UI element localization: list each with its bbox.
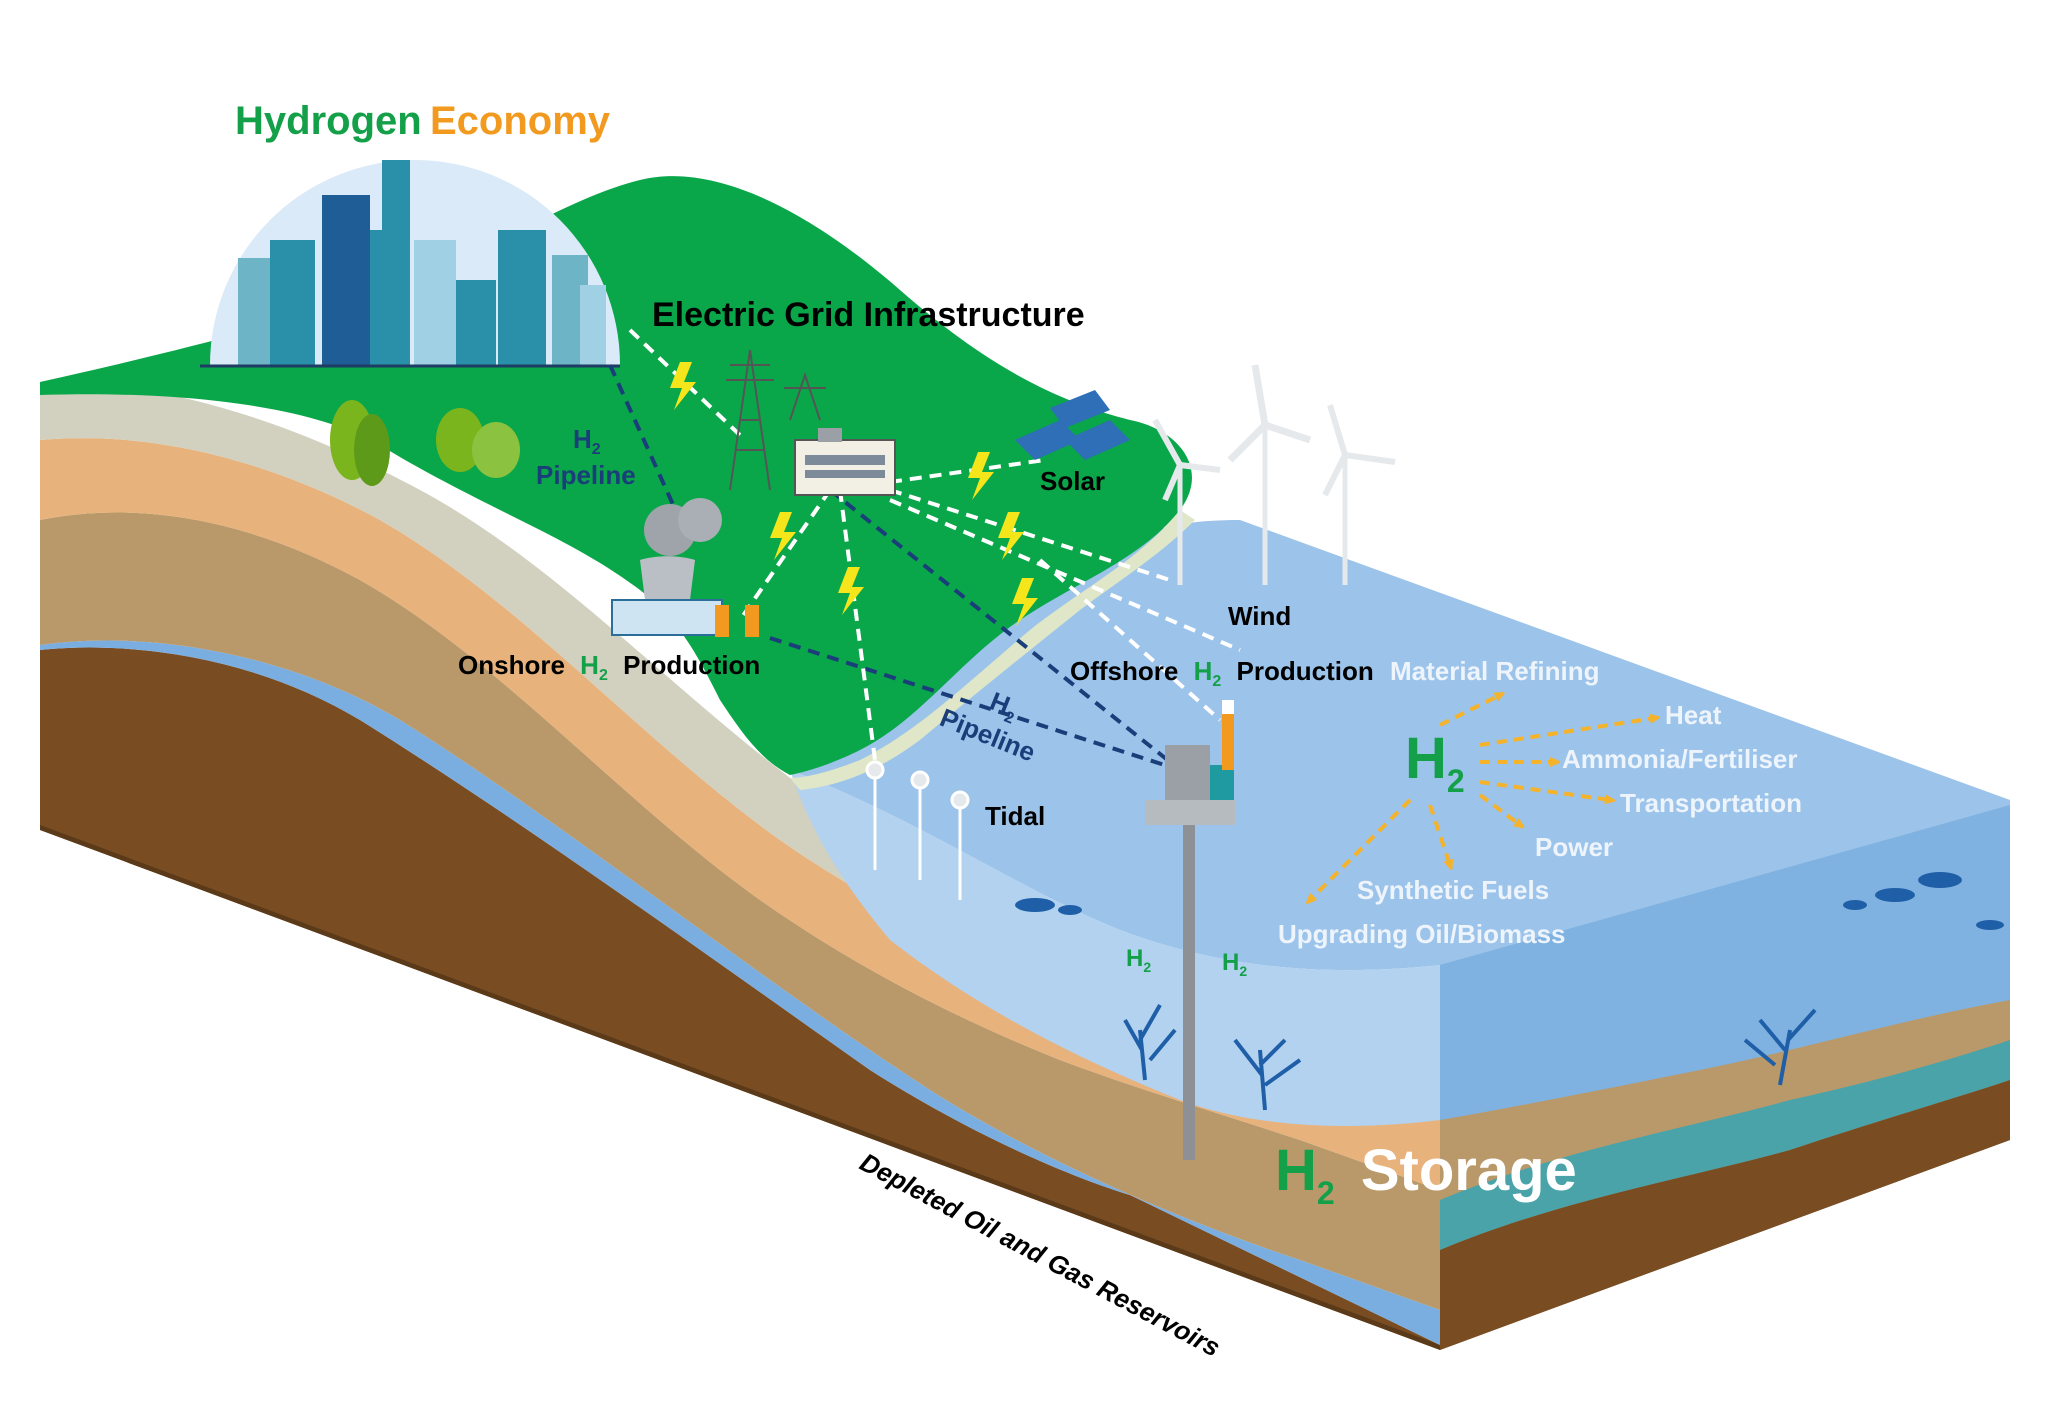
storage-word: Storage: [1361, 1138, 1577, 1203]
pipeline-h: H: [573, 424, 592, 454]
use-material-refining: Material Refining: [1390, 656, 1599, 686]
use-heat: Heat: [1665, 700, 1722, 730]
lightning-bolts: [670, 362, 1038, 626]
onshore-post: Production: [623, 650, 760, 680]
h2-pipelines: [608, 364, 1182, 772]
title-hydrogen: Hydrogen: [235, 99, 422, 143]
h2-bubble1-h: H: [1126, 945, 1143, 972]
h2-bubble2-h: H: [1222, 949, 1239, 976]
onshore-production-plant: [611, 498, 759, 637]
tidal-turbines: [865, 760, 970, 900]
offshore-post: Production: [1237, 656, 1374, 686]
storage-h: H: [1275, 1138, 1317, 1203]
sea-life: [1123, 1004, 1817, 1111]
title-economy: Economy: [430, 99, 611, 143]
grid-lines: [628, 328, 1241, 761]
h2-underwater-1: H2: [1126, 945, 1151, 975]
label-onshore: Onshore H2 Production: [458, 650, 760, 686]
h2-hub-label: H2: [1405, 726, 1465, 799]
use-upgrading: Upgrading Oil/Biomass: [1278, 919, 1566, 949]
fish: [1015, 872, 2004, 930]
onshore-h: H: [580, 650, 599, 680]
label-pipeline-land: Pipeline: [536, 460, 636, 490]
solar-panels: [1015, 390, 1130, 460]
label-pipeline-land-h2: H2: [573, 424, 601, 458]
storage-sub: 2: [1317, 1175, 1335, 1211]
use-ammonia: Ammonia/Fertiliser: [1562, 744, 1798, 774]
onshore-pre: Onshore: [458, 650, 565, 680]
h2-usage-arrows: [1310, 695, 1655, 900]
onshore-sub: 2: [599, 667, 608, 684]
sea-surface: [790, 520, 2010, 1126]
use-synthetic-fuels: Synthetic Fuels: [1357, 875, 1549, 905]
use-power: Power: [1535, 832, 1613, 862]
label-offshore: Offshore H2 Production: [1070, 656, 1374, 692]
h2-underwater-2: H2: [1222, 949, 1247, 979]
label-h2-storage: H2 Storage: [1275, 1138, 1577, 1217]
label-grid: Electric Grid Infrastructure: [652, 296, 1085, 334]
label-wind: Wind: [1228, 601, 1291, 631]
offshore-pre: Offshore: [1070, 656, 1178, 686]
use-transportation: Transportation: [1620, 788, 1802, 818]
offshore-platform: [1145, 700, 1235, 1160]
label-solar: Solar: [1040, 466, 1105, 496]
h2-hub-sub: 2: [1447, 763, 1465, 799]
h2-bubble2-sub: 2: [1239, 963, 1247, 979]
transmission-towers: [726, 349, 826, 491]
offshore-h: H: [1194, 656, 1213, 686]
power-station: [794, 428, 896, 496]
label-tidal: Tidal: [985, 801, 1045, 831]
h2-hub-h: H: [1405, 726, 1447, 791]
offshore-sub: 2: [1212, 673, 1221, 690]
pipeline-sub: 2: [592, 441, 601, 458]
h2-bubble1-sub: 2: [1143, 959, 1151, 975]
wind-turbines: [1152, 364, 1396, 585]
city-dome: [200, 160, 620, 368]
